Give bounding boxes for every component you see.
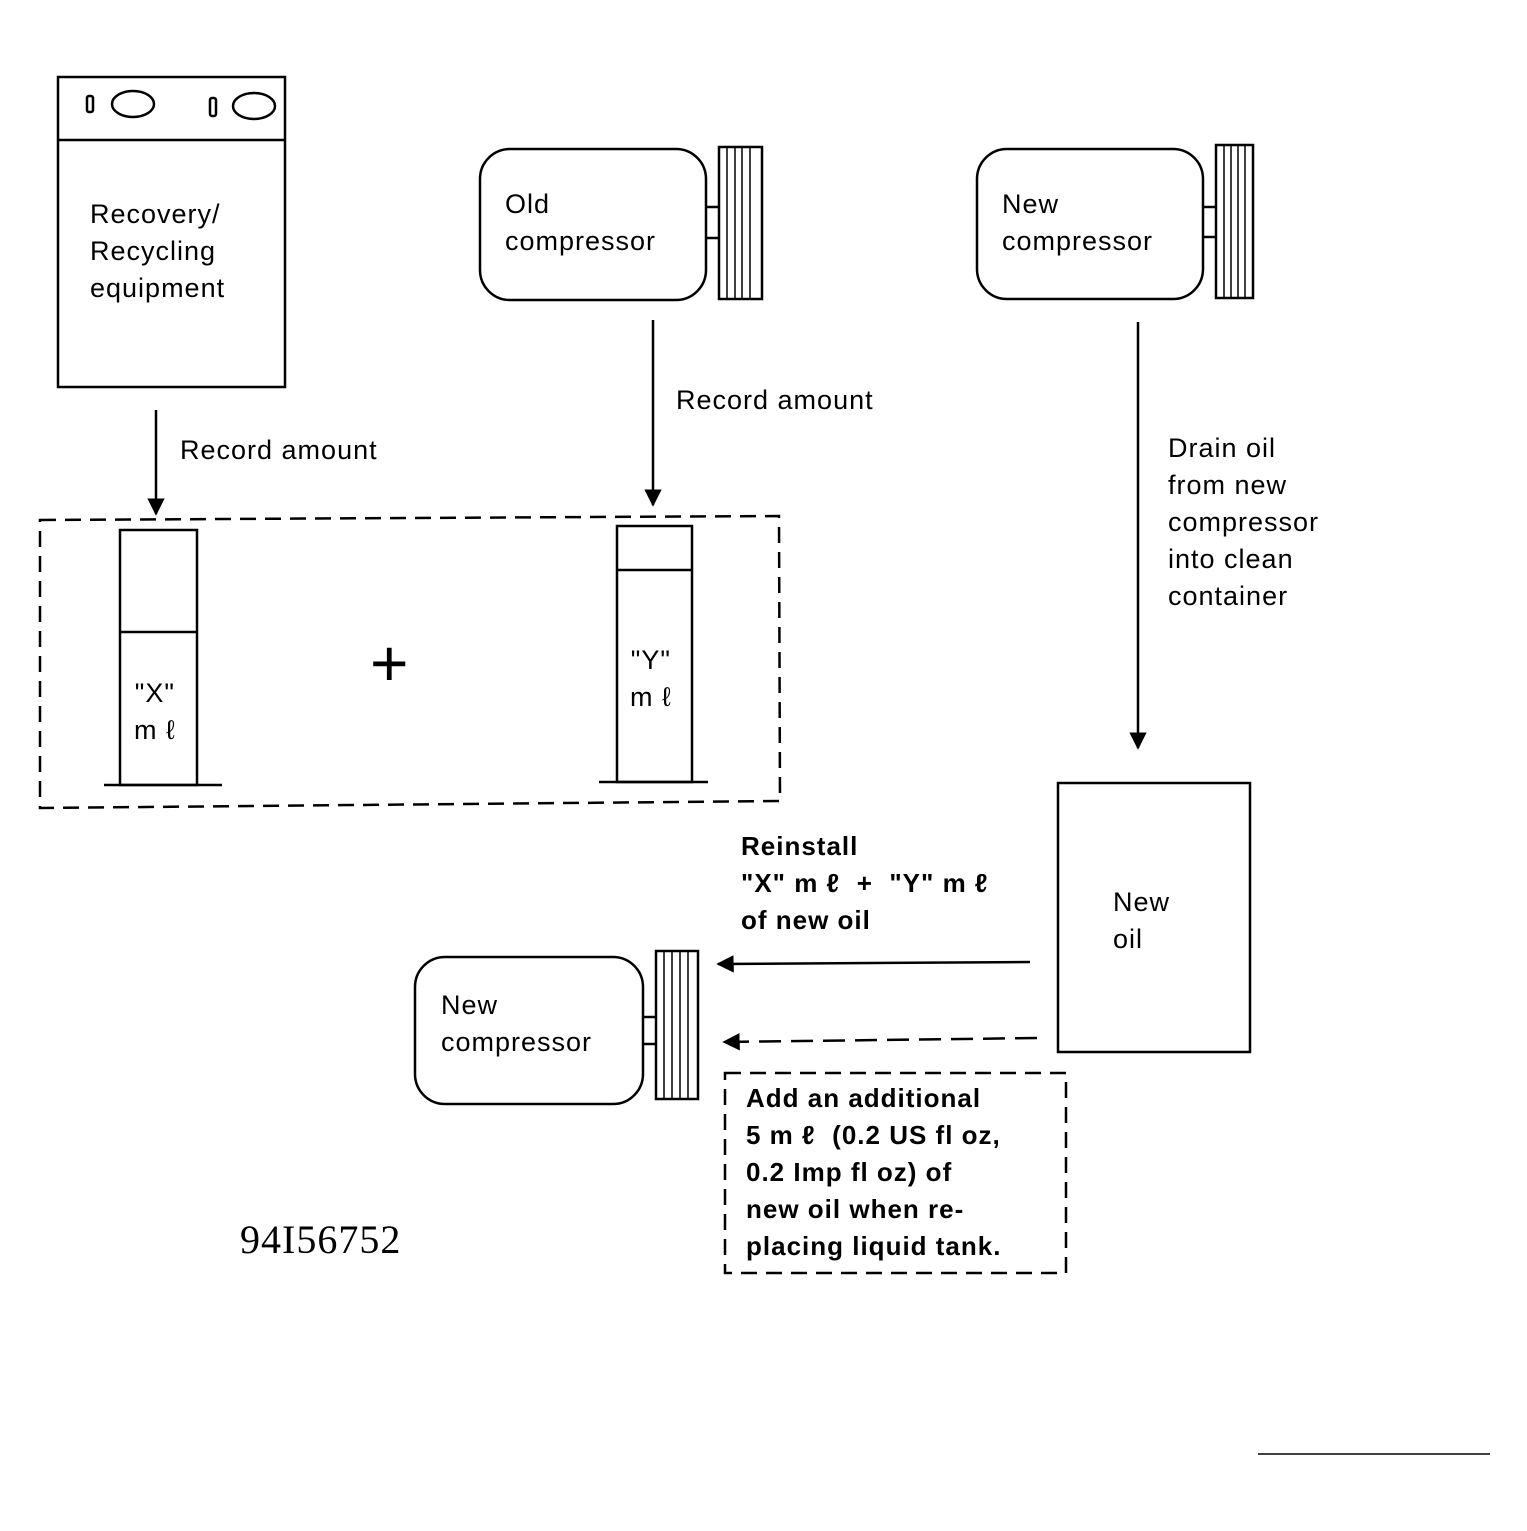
drain-oil-label: Drain oil from new compressor into clean…	[1168, 433, 1320, 611]
new-compressor-bottom-icon	[413, 949, 700, 1106]
record-amount-right-label: Record amount	[676, 385, 874, 415]
old-compressor-clutch	[717, 145, 764, 301]
additional-oil-dashed-arrow	[722, 1033, 1038, 1051]
new-oil-label: New oil	[1113, 887, 1171, 954]
new-compressor-top-clutch	[1214, 143, 1255, 300]
record-amount-left-label: Record amount	[180, 435, 378, 465]
measuring-cylinder-x	[104, 528, 222, 787]
figure-code: 94I56752	[240, 1217, 402, 1262]
recovery-unit-gauge-icon	[110, 89, 156, 119]
old-compressor-body	[478, 147, 708, 302]
recovery-unit-switch-icon	[85, 94, 95, 114]
new-oil-container	[1056, 781, 1252, 1054]
reinstall-oil-arrow	[716, 955, 1031, 973]
new-compressor-bottom-label: New compressor	[441, 990, 593, 1057]
new-compressor-top-label: New compressor	[1002, 189, 1154, 256]
new-compressor-bottom-clutch	[654, 949, 700, 1101]
new-compressor-top-body	[975, 147, 1205, 301]
additional-oil-note: Add an additional 5 m ℓ (0.2 US fl oz, 0…	[746, 1083, 1002, 1261]
measurement-dashed-box	[38, 514, 782, 810]
old-compressor-icon	[478, 145, 764, 302]
cylinder-y-label: "Y" m ℓ	[630, 645, 672, 712]
recovery-unit-label: Recovery/ Recycling equipment	[90, 199, 226, 303]
reinstall-note: Reinstall "X" m ℓ + "Y" m ℓ of new oil	[741, 831, 989, 935]
cylinder-x-label: "X" m ℓ	[134, 678, 176, 745]
plus-sign: +	[370, 626, 410, 700]
new-compressor-top-icon	[975, 143, 1255, 301]
old-compressor-label: Old compressor	[505, 189, 657, 256]
recovery-recycling-equipment	[56, 75, 287, 389]
additional-oil-note-box	[723, 1071, 1068, 1275]
recovery-unit-switch-icon	[208, 96, 218, 118]
recovery-unit-body	[56, 75, 287, 389]
new-compressor-bottom-body	[413, 955, 645, 1106]
measuring-cylinder-y	[599, 524, 708, 784]
recovery-unit-gauge-icon	[231, 91, 277, 121]
